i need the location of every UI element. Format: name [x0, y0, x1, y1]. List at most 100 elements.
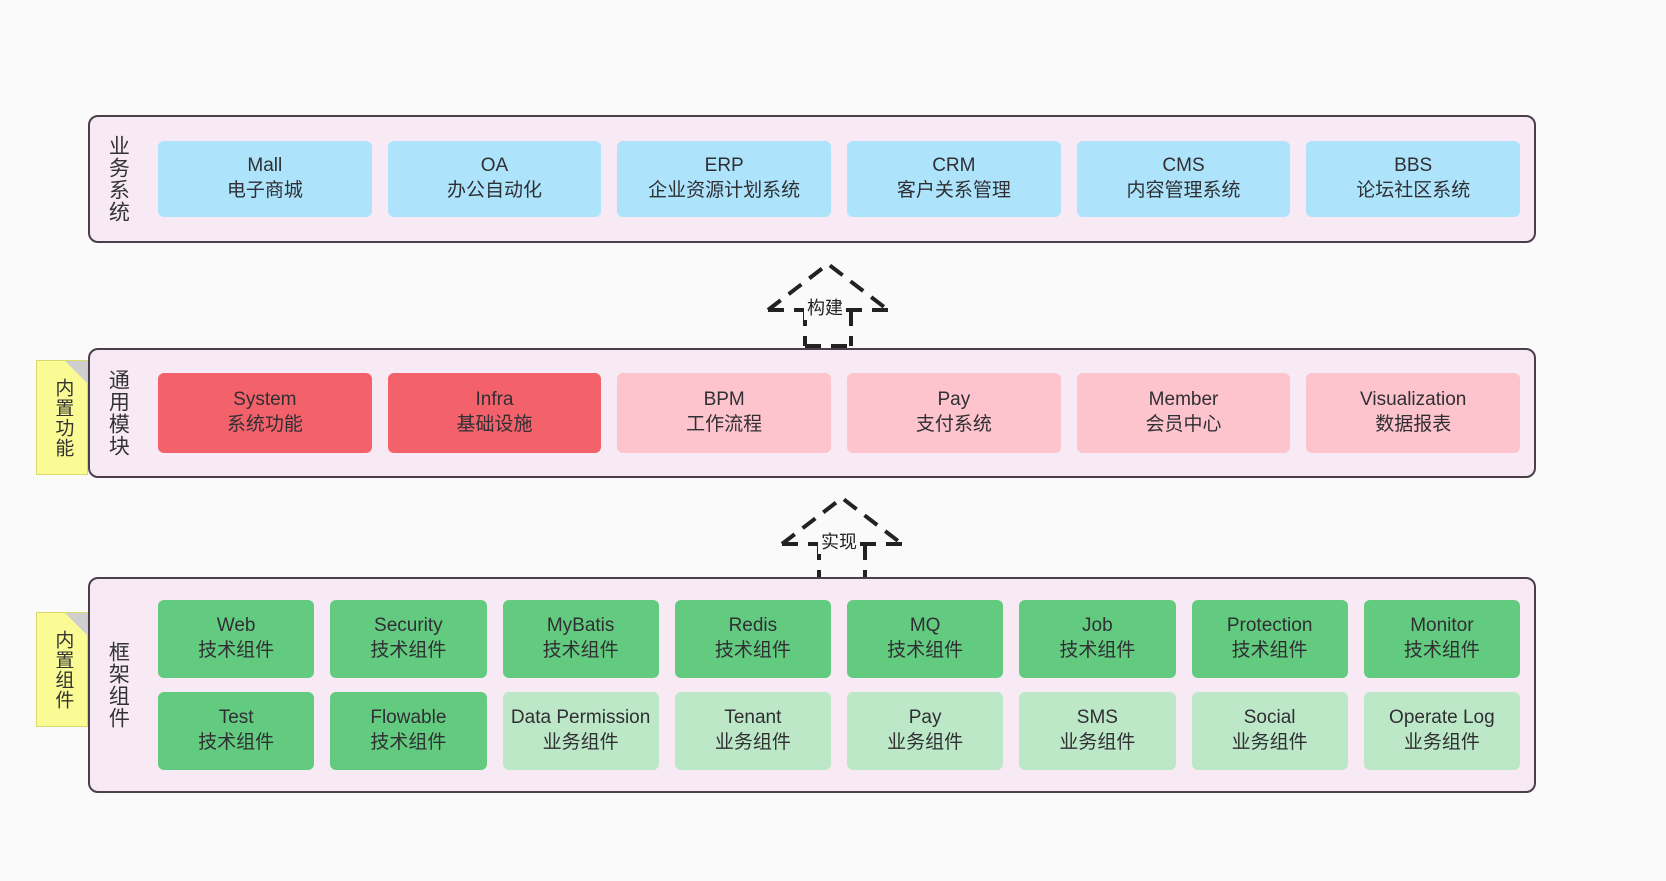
node-mq[interactable]: MQ 技术组件 [847, 600, 1004, 678]
node-mybatis-name: MyBatis [546, 615, 615, 637]
node-mall[interactable]: Mall 电子商城 [158, 141, 372, 217]
node-infra-name: Infra [475, 389, 514, 411]
node-flowable-name: Flowable [370, 707, 447, 729]
node-member[interactable]: Member 会员中心 [1076, 373, 1291, 453]
node-tenant-name: Tenant [724, 707, 782, 729]
node-mq-desc: 技术组件 [887, 640, 964, 661]
node-redis-name: Redis [728, 615, 778, 637]
note-fold-corner-icon [65, 613, 87, 635]
node-member-name: Member [1148, 389, 1219, 411]
node-web[interactable]: Web 技术组件 [158, 600, 315, 678]
node-oa-name: OA [480, 155, 509, 177]
layer-framework-title: 框架组件 [106, 641, 130, 729]
node-tenant-desc: 业务组件 [714, 732, 791, 753]
layer-common-module: 通用模块 System 系统功能 Infra 基础设施 BPM 工作流程 Pay… [88, 348, 1536, 478]
node-mybatis[interactable]: MyBatis 技术组件 [502, 600, 659, 678]
node-protection[interactable]: Protection 技术组件 [1191, 600, 1348, 678]
node-cms-name: CMS [1162, 155, 1205, 177]
node-security-name: Security [374, 615, 443, 637]
node-pay-module-desc: 支付系统 [915, 414, 992, 435]
framework-row-2: Test 技术组件 Flowable 技术组件 Data Permission … [150, 692, 1528, 770]
node-pay-module[interactable]: Pay 支付系统 [847, 373, 1061, 453]
note-builtin-component-text: 内置组件 [52, 629, 74, 710]
node-mybatis-desc: 技术组件 [542, 640, 619, 661]
note-builtin-function-text: 内置功能 [52, 377, 74, 458]
layer-business-title: 业务系统 [106, 135, 130, 223]
node-mall-name: Mall [247, 155, 283, 177]
node-system-desc: 系统功能 [226, 414, 303, 435]
node-system-name: System [233, 389, 297, 411]
node-member-desc: 会员中心 [1145, 414, 1222, 435]
node-social[interactable]: Social 业务组件 [1191, 692, 1348, 770]
node-monitor[interactable]: Monitor 技术组件 [1363, 600, 1520, 678]
node-operate-log-name: Operate Log [1389, 707, 1495, 729]
connector-build: 构建 [758, 258, 908, 348]
node-oa-desc: 办公自动化 [447, 180, 543, 201]
node-flowable[interactable]: Flowable 技术组件 [330, 692, 487, 770]
layer-business-nodes: Mall 电子商城 OA 办公自动化 ERP 企业资源计划系统 CRM 客户关系… [144, 117, 1534, 241]
node-visualization-name: Visualization [1360, 389, 1467, 411]
note-fold-corner-icon [65, 361, 87, 383]
node-erp-desc: 企业资源计划系统 [648, 180, 801, 201]
node-bpm-desc: 工作流程 [686, 414, 763, 435]
node-redis[interactable]: Redis 技术组件 [674, 600, 831, 678]
connector-implement-label: 实现 [818, 528, 860, 554]
node-mall-desc: 电子商城 [226, 180, 303, 201]
layer-business-system: 业务系统 Mall 电子商城 OA 办公自动化 ERP 企业资源计划系统 CRM… [88, 115, 1536, 243]
node-social-desc: 业务组件 [1231, 732, 1308, 753]
node-tenant[interactable]: Tenant 业务组件 [674, 692, 831, 770]
node-sms[interactable]: SMS 业务组件 [1019, 692, 1176, 770]
node-data-permission-desc: 业务组件 [542, 732, 619, 753]
node-social-name: Social [1243, 707, 1296, 729]
note-builtin-function: 内置功能 [36, 360, 88, 475]
node-crm[interactable]: CRM 客户关系管理 [847, 141, 1061, 217]
layer-framework-component: 框架组件 Web 技术组件 Security 技术组件 MyBatis 技术组件 [88, 577, 1536, 793]
node-system[interactable]: System 系统功能 [158, 373, 372, 453]
node-test-name: Test [218, 707, 254, 729]
node-web-desc: 技术组件 [198, 640, 275, 661]
node-erp[interactable]: ERP 企业资源计划系统 [617, 141, 832, 217]
node-pay-module-name: Pay [937, 389, 971, 411]
node-bbs[interactable]: BBS 论坛社区系统 [1306, 141, 1521, 217]
framework-row-1: Web 技术组件 Security 技术组件 MyBatis 技术组件 Redi… [150, 600, 1528, 678]
connector-implement: 实现 [772, 492, 922, 582]
node-redis-desc: 技术组件 [714, 640, 791, 661]
node-bpm-name: BPM [703, 389, 745, 411]
layer-common-title: 通用模块 [106, 369, 130, 457]
node-monitor-desc: 技术组件 [1403, 640, 1480, 661]
node-cms[interactable]: CMS 内容管理系统 [1076, 141, 1291, 217]
node-test-desc: 技术组件 [198, 732, 275, 753]
node-security[interactable]: Security 技术组件 [330, 600, 487, 678]
node-test[interactable]: Test 技术组件 [158, 692, 315, 770]
node-sms-desc: 业务组件 [1059, 732, 1136, 753]
node-pay-component-name: Pay [908, 707, 942, 729]
node-job[interactable]: Job 技术组件 [1019, 600, 1176, 678]
node-flowable-desc: 技术组件 [370, 732, 447, 753]
node-oa[interactable]: OA 办公自动化 [387, 141, 602, 217]
node-cms-desc: 内容管理系统 [1126, 180, 1241, 201]
node-visualization[interactable]: Visualization 数据报表 [1306, 373, 1521, 453]
node-data-permission-name: Data Permission [510, 707, 651, 729]
node-bbs-name: BBS [1394, 155, 1433, 177]
connector-build-label: 构建 [804, 294, 846, 320]
node-infra[interactable]: Infra 基础设施 [387, 373, 602, 453]
layer-common-nodes: System 系统功能 Infra 基础设施 BPM 工作流程 Pay 支付系统… [144, 350, 1534, 476]
node-operate-log[interactable]: Operate Log 业务组件 [1363, 692, 1520, 770]
node-pay-component-desc: 业务组件 [887, 732, 964, 753]
node-sms-name: SMS [1076, 707, 1118, 729]
node-job-desc: 技术组件 [1059, 640, 1136, 661]
node-pay-component[interactable]: Pay 业务组件 [847, 692, 1004, 770]
node-operate-log-desc: 业务组件 [1403, 732, 1480, 753]
node-security-desc: 技术组件 [370, 640, 447, 661]
node-crm-name: CRM [932, 155, 976, 177]
node-web-name: Web [216, 615, 256, 637]
note-builtin-component: 内置组件 [36, 612, 88, 727]
node-protection-desc: 技术组件 [1231, 640, 1308, 661]
node-protection-name: Protection [1226, 615, 1313, 637]
node-monitor-name: Monitor [1410, 615, 1474, 637]
node-bpm[interactable]: BPM 工作流程 [617, 373, 832, 453]
node-mq-name: MQ [909, 615, 941, 637]
node-data-permission[interactable]: Data Permission 业务组件 [502, 692, 659, 770]
node-crm-desc: 客户关系管理 [896, 180, 1011, 201]
